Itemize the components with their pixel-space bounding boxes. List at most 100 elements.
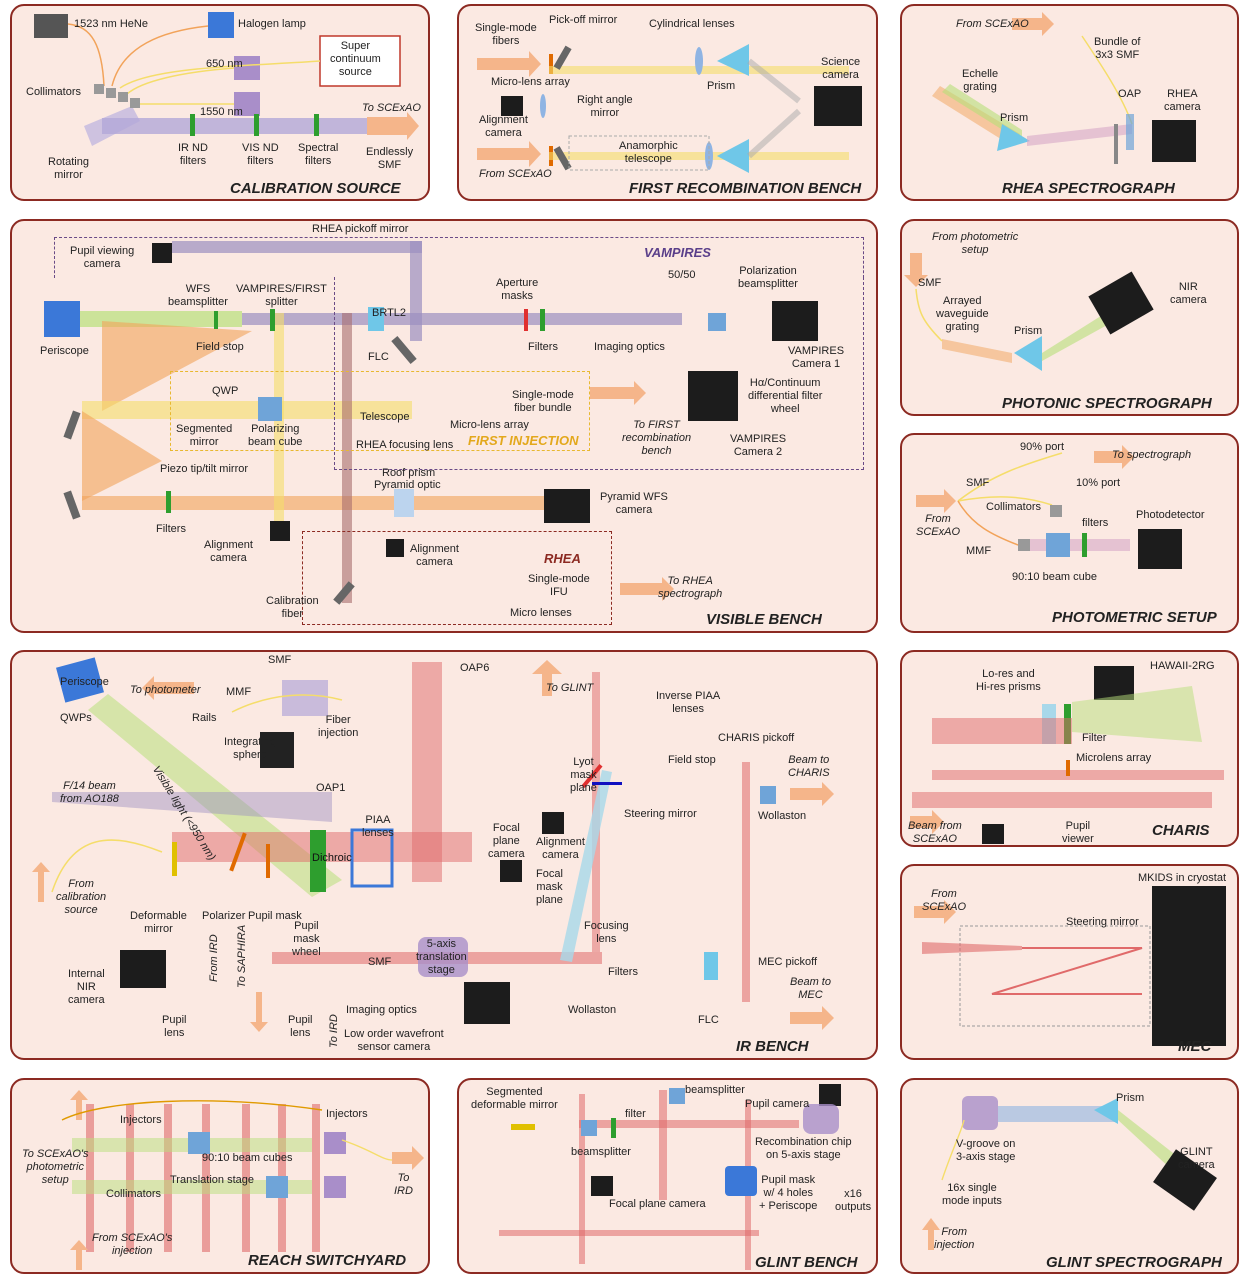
label: VIS ND filters (242, 142, 279, 168)
label: Dichroic (312, 852, 352, 865)
label: Periscope (60, 676, 109, 689)
label: FLC (368, 351, 389, 364)
panel-calibration-source: 1523 nm HeNe Halogen lamp Super continuu… (10, 4, 430, 201)
label: Recombination chip on 5-axis stage (755, 1136, 852, 1162)
panel-title: REACH SWITCHYARD (248, 1252, 406, 1269)
label: RHEA pickoff mirror (312, 223, 408, 236)
label: From IRD (208, 934, 221, 982)
label: Aperture masks (496, 277, 538, 303)
label: Pupil camera (745, 1098, 809, 1111)
label: Filters (156, 523, 186, 536)
label: BRTL2 (372, 307, 406, 320)
label: Single-mode fibers (475, 22, 537, 48)
label: VAMPIRES Camera 1 (788, 345, 844, 371)
panel-glint-spectrograph: Prism V-groove on 3-axis stage GLINT cam… (900, 1078, 1239, 1274)
label: Integrating sphere (224, 736, 276, 762)
label: Pyramid optic (374, 479, 441, 492)
label: Periscope (40, 345, 89, 358)
panel-rhea-spectrograph: From SCExAO Bundle of 3x3 SMF Echelle gr… (900, 4, 1239, 201)
panel-title: IR BENCH (736, 1038, 809, 1055)
label: Low order wavefront sensor camera (344, 1028, 444, 1054)
label: To GLINT (546, 682, 593, 695)
label: MMF (966, 545, 991, 558)
panel-reach-switchyard: Injectors Injectors To SCExAO's photomet… (10, 1078, 430, 1274)
label: HAWAII-2RG (1150, 660, 1215, 673)
panel-title: CHARIS (1152, 822, 1210, 839)
label: From SCExAO (479, 168, 552, 181)
label: Field stop (196, 341, 244, 354)
label: Photodetector (1136, 509, 1205, 522)
label: QWPs (60, 712, 92, 725)
label: Collimators (106, 1188, 161, 1201)
label: Focal plane camera (609, 1198, 706, 1211)
label: Micro-lens array (491, 76, 570, 89)
panel-title: CALIBRATION SOURCE (230, 180, 401, 197)
label: SMF (368, 956, 391, 969)
label: SMF (268, 654, 291, 667)
label: Prism (1000, 112, 1028, 125)
panel-photometric-setup: 90% port To spectrograph SMF 10% port Co… (900, 433, 1239, 633)
label: Hα/Continuum differential filter wheel (748, 377, 822, 416)
label: GLINT camera (1178, 1146, 1215, 1172)
label: Alignment camera (479, 114, 528, 140)
label: From SCExAO's injection (92, 1232, 172, 1258)
label: Rails (192, 712, 216, 725)
label: To SCExAO's photometric setup (22, 1148, 89, 1187)
vampires-title: VAMPIRES (644, 245, 711, 260)
label: To RHEA spectrograph (658, 575, 722, 601)
label: Pick-off mirror (549, 14, 617, 27)
label: Single-mode IFU (528, 573, 590, 599)
label: Field stop (668, 754, 716, 767)
label: Lo-res and Hi-res prisms (976, 668, 1041, 694)
science-camera (814, 86, 862, 126)
label: Telescope (360, 411, 410, 424)
label: Micro lenses (510, 607, 572, 620)
label: VAMPIRES/FIRST splitter (236, 283, 327, 309)
label: QWP (212, 385, 238, 398)
label: Wollaston (758, 810, 806, 823)
label: Microlens array (1076, 752, 1151, 765)
label: Steering mirror (624, 808, 697, 821)
label: Bundle of 3x3 SMF (1094, 36, 1140, 62)
label: Pupil viewer (1062, 820, 1094, 846)
label: Alignment camera (410, 543, 459, 569)
label: Beam to MEC (790, 976, 831, 1002)
label: Cylindrical lenses (649, 18, 735, 31)
label: Halogen lamp (238, 18, 306, 31)
panel-title: PHOTONIC SPECTROGRAPH (1002, 395, 1212, 412)
panel-title: PHOTOMETRIC SETUP (1052, 609, 1217, 626)
label: 650 nm (206, 58, 243, 71)
label: From SCExAO (922, 888, 966, 914)
label: Right angle mirror (577, 94, 633, 120)
label: Imaging optics (346, 1004, 417, 1017)
panel-first-recombination: Single-mode fibers Pick-off mirror Cylin… (457, 4, 878, 201)
label: Anamorphic telescope (619, 140, 678, 166)
label: Pupil mask w/ 4 holes + Periscope (759, 1174, 817, 1213)
label: IR ND filters (178, 142, 208, 168)
hene-laser (34, 14, 68, 38)
label: Filters (608, 966, 638, 979)
label: Translation stage (170, 1174, 254, 1187)
label: Prism (1116, 1092, 1144, 1105)
label: Internal NIR camera (68, 968, 105, 1007)
label: MEC pickoff (758, 956, 817, 969)
panel-title: VISIBLE BENCH (706, 611, 822, 628)
label: OAP (1118, 88, 1141, 101)
label: Deformable mirror (130, 910, 187, 936)
label: Beam to CHARIS (788, 754, 830, 780)
label: SMF (918, 277, 941, 290)
rhea-title: RHEA (544, 551, 581, 566)
label: Collimators (26, 86, 81, 99)
panel-title: MEC (1178, 1038, 1211, 1055)
label: Filters (528, 341, 558, 354)
label: Focusing lens (584, 920, 629, 946)
label: Injectors (120, 1114, 162, 1127)
label: From SCExAO (956, 18, 1029, 31)
label: Calibration fiber (266, 595, 319, 621)
label: Fiber injection (318, 714, 358, 740)
label: 90:10 beam cube (1012, 571, 1097, 584)
label: V-groove on 3-axis stage (956, 1138, 1015, 1164)
label: From calibration source (56, 878, 106, 917)
label: Pupil viewing camera (70, 245, 134, 271)
label: SMF (966, 477, 989, 490)
